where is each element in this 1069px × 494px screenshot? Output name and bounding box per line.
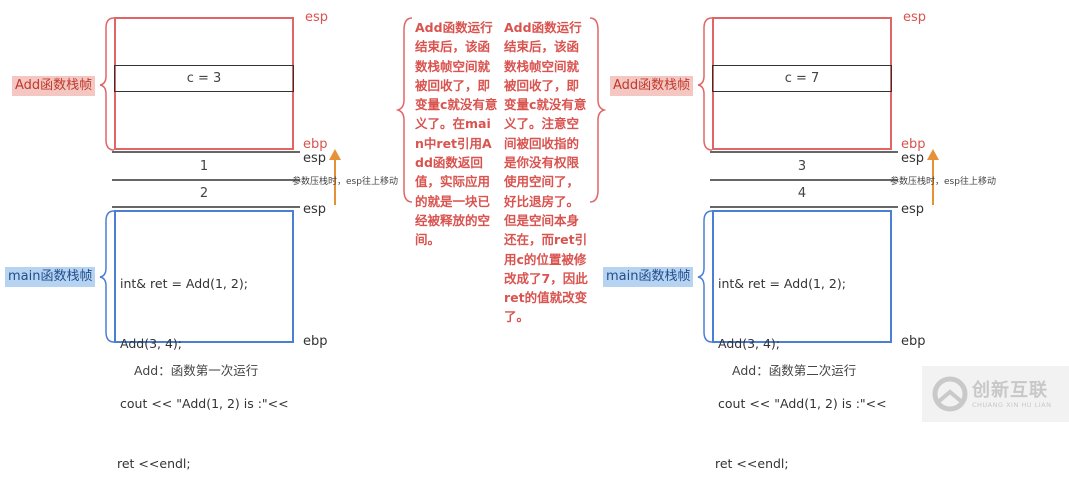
right-main-frame-label: main函数栈帧 [603,267,694,287]
note-1: Add函数运行结束后，该函数栈帧空间就被回收了，即变量c就没有意义了。在main… [415,20,498,248]
left-var-c-cell: c = 3 [114,65,294,92]
note2-brace-right [589,17,607,203]
left-code-line-4: ret <<endl; [117,456,191,471]
right-add-frame-label: Add函数栈帧 [610,76,694,96]
left-code-line-3: cout << "Add(1, 2) is :"<< [120,396,289,411]
watermark: 创新互联 CHUANG XIN HU LIAN [922,366,1069,422]
left-push-note: 参数压栈时，esp往上移动 [292,177,398,187]
left-code-line-1: int& ret = Add(1, 2); [120,276,248,291]
left-add-frame-label: Add函数栈帧 [12,76,96,96]
right-main-stack-frame [712,210,892,343]
right-arg1-text: 3 [797,158,807,174]
left-arg1-cell: 1 [112,152,296,180]
right-esp-mid: esp [901,151,925,166]
right-var-c-cell: c = 7 [712,65,892,92]
left-esp-top: esp [305,10,329,25]
left-esp-arrowhead [329,149,341,160]
right-code-line-3: cout << "Add(1, 2) is :"<< [718,396,887,411]
right-code-line-1: int& ret = Add(1, 2); [718,276,846,291]
right-esp-low: esp [901,202,925,217]
left-ebp-bottom: ebp [303,334,328,349]
note1-brace-left [395,17,413,203]
left-code-line-2: Add(3, 4); [120,336,183,351]
right-arg2-cell: 4 [710,180,894,207]
left-arg1-text: 1 [199,158,209,174]
diagram-lines [99,17,939,343]
left-esp-mid: esp [303,151,327,166]
left-caption: Add：函数第一次运行 [134,363,259,378]
right-esp-arrowhead [927,149,939,160]
left-main-stack-frame [114,210,294,343]
left-var-c-text: c = 3 [186,71,222,86]
right-caption: Add：函数第二次运行 [732,363,857,378]
left-ebp-mid: ebp [303,137,328,152]
right-arg1-cell: 3 [710,152,894,180]
left-arg2-cell: 2 [112,180,296,207]
left-arg2-text: 2 [199,186,209,201]
right-push-note: 参数压栈时，esp往上移动 [890,177,996,187]
left-esp-low: esp [303,202,327,217]
note-2: Add函数运行结束后，该函数栈帧空间就被回收了，即变量c就没有意义了。注意空间被… [504,20,588,325]
right-ebp-mid: ebp [901,137,926,152]
watermark-logo-icon [932,376,968,412]
right-code-line-4: ret <<endl; [715,456,789,471]
right-code-line-2: Add(3, 4); [718,336,781,351]
right-esp-top: esp [903,10,927,25]
right-ebp-bottom: ebp [901,334,926,349]
right-arg2-text: 4 [797,186,807,201]
right-var-c-text: c = 7 [784,71,820,86]
watermark-brand: 创新互联 [972,380,1048,401]
left-main-frame-label: main函数栈帧 [5,267,96,287]
watermark-sub: CHUANG XIN HU LIAN [972,401,1052,409]
